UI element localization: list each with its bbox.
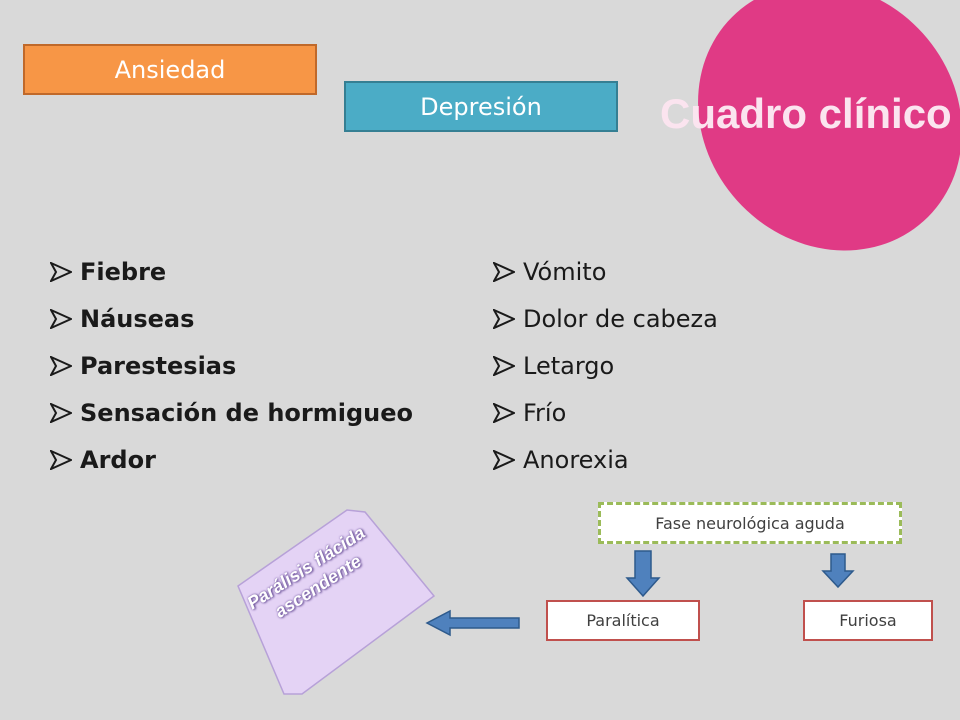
ansiedad-label: Ansiedad — [114, 55, 226, 84]
list-item: Fiebre — [50, 248, 413, 295]
list-item: Dolor de cabeza — [493, 295, 718, 342]
depresion-box: Depresión — [344, 81, 618, 132]
arrow-bullet-icon — [493, 402, 519, 423]
list-item: Ardor — [50, 436, 413, 483]
arrow-bullet-icon — [50, 449, 76, 470]
down-arrow-icon — [821, 553, 855, 589]
phase-box: Fase neurológica aguda — [598, 502, 902, 544]
symptom-list-left: Fiebre Náuseas Parestesias Sensación de … — [50, 248, 413, 483]
list-item: Parestesias — [50, 342, 413, 389]
arrow-bullet-icon — [50, 355, 76, 376]
list-item-label: Letargo — [523, 351, 615, 380]
down-arrow-icon — [625, 550, 661, 598]
list-item-label: Sensación de hormigueo — [80, 398, 413, 427]
list-item: Frío — [493, 389, 718, 436]
arrow-bullet-icon — [493, 355, 519, 376]
list-item-label: Parestesias — [80, 351, 237, 380]
list-item-label: Vómito — [523, 257, 607, 286]
paralitica-box: Paralítica — [546, 600, 700, 641]
paralysis-shape — [237, 509, 436, 695]
furiosa-label: Furiosa — [839, 611, 897, 630]
list-item: Letargo — [493, 342, 718, 389]
furiosa-box: Furiosa — [803, 600, 933, 641]
list-item-label: Ardor — [80, 445, 156, 474]
list-item-label: Náuseas — [80, 304, 195, 333]
symptom-list-right: Vómito Dolor de cabeza Letargo Frío Anor… — [493, 248, 718, 483]
list-item: Náuseas — [50, 295, 413, 342]
list-item-label: Dolor de cabeza — [523, 304, 718, 333]
list-item: Sensación de hormigueo — [50, 389, 413, 436]
list-item: Vómito — [493, 248, 718, 295]
arrow-bullet-icon — [493, 308, 519, 329]
list-item-label: Frío — [523, 398, 567, 427]
arrow-bullet-icon — [493, 449, 519, 470]
phase-label: Fase neurológica aguda — [655, 513, 845, 533]
arrow-bullet-icon — [50, 402, 76, 423]
list-item-label: Anorexia — [523, 445, 629, 474]
arrow-bullet-icon — [493, 261, 519, 282]
slide-title: Cuadro clínico — [660, 90, 952, 137]
list-item-label: Fiebre — [80, 257, 167, 286]
ansiedad-box: Ansiedad — [23, 44, 317, 95]
arrow-bullet-icon — [50, 261, 76, 282]
arrow-bullet-icon — [50, 308, 76, 329]
list-item: Anorexia — [493, 436, 718, 483]
left-arrow-icon — [425, 609, 520, 637]
paralitica-label: Paralítica — [586, 611, 660, 630]
depresion-label: Depresión — [420, 92, 542, 121]
